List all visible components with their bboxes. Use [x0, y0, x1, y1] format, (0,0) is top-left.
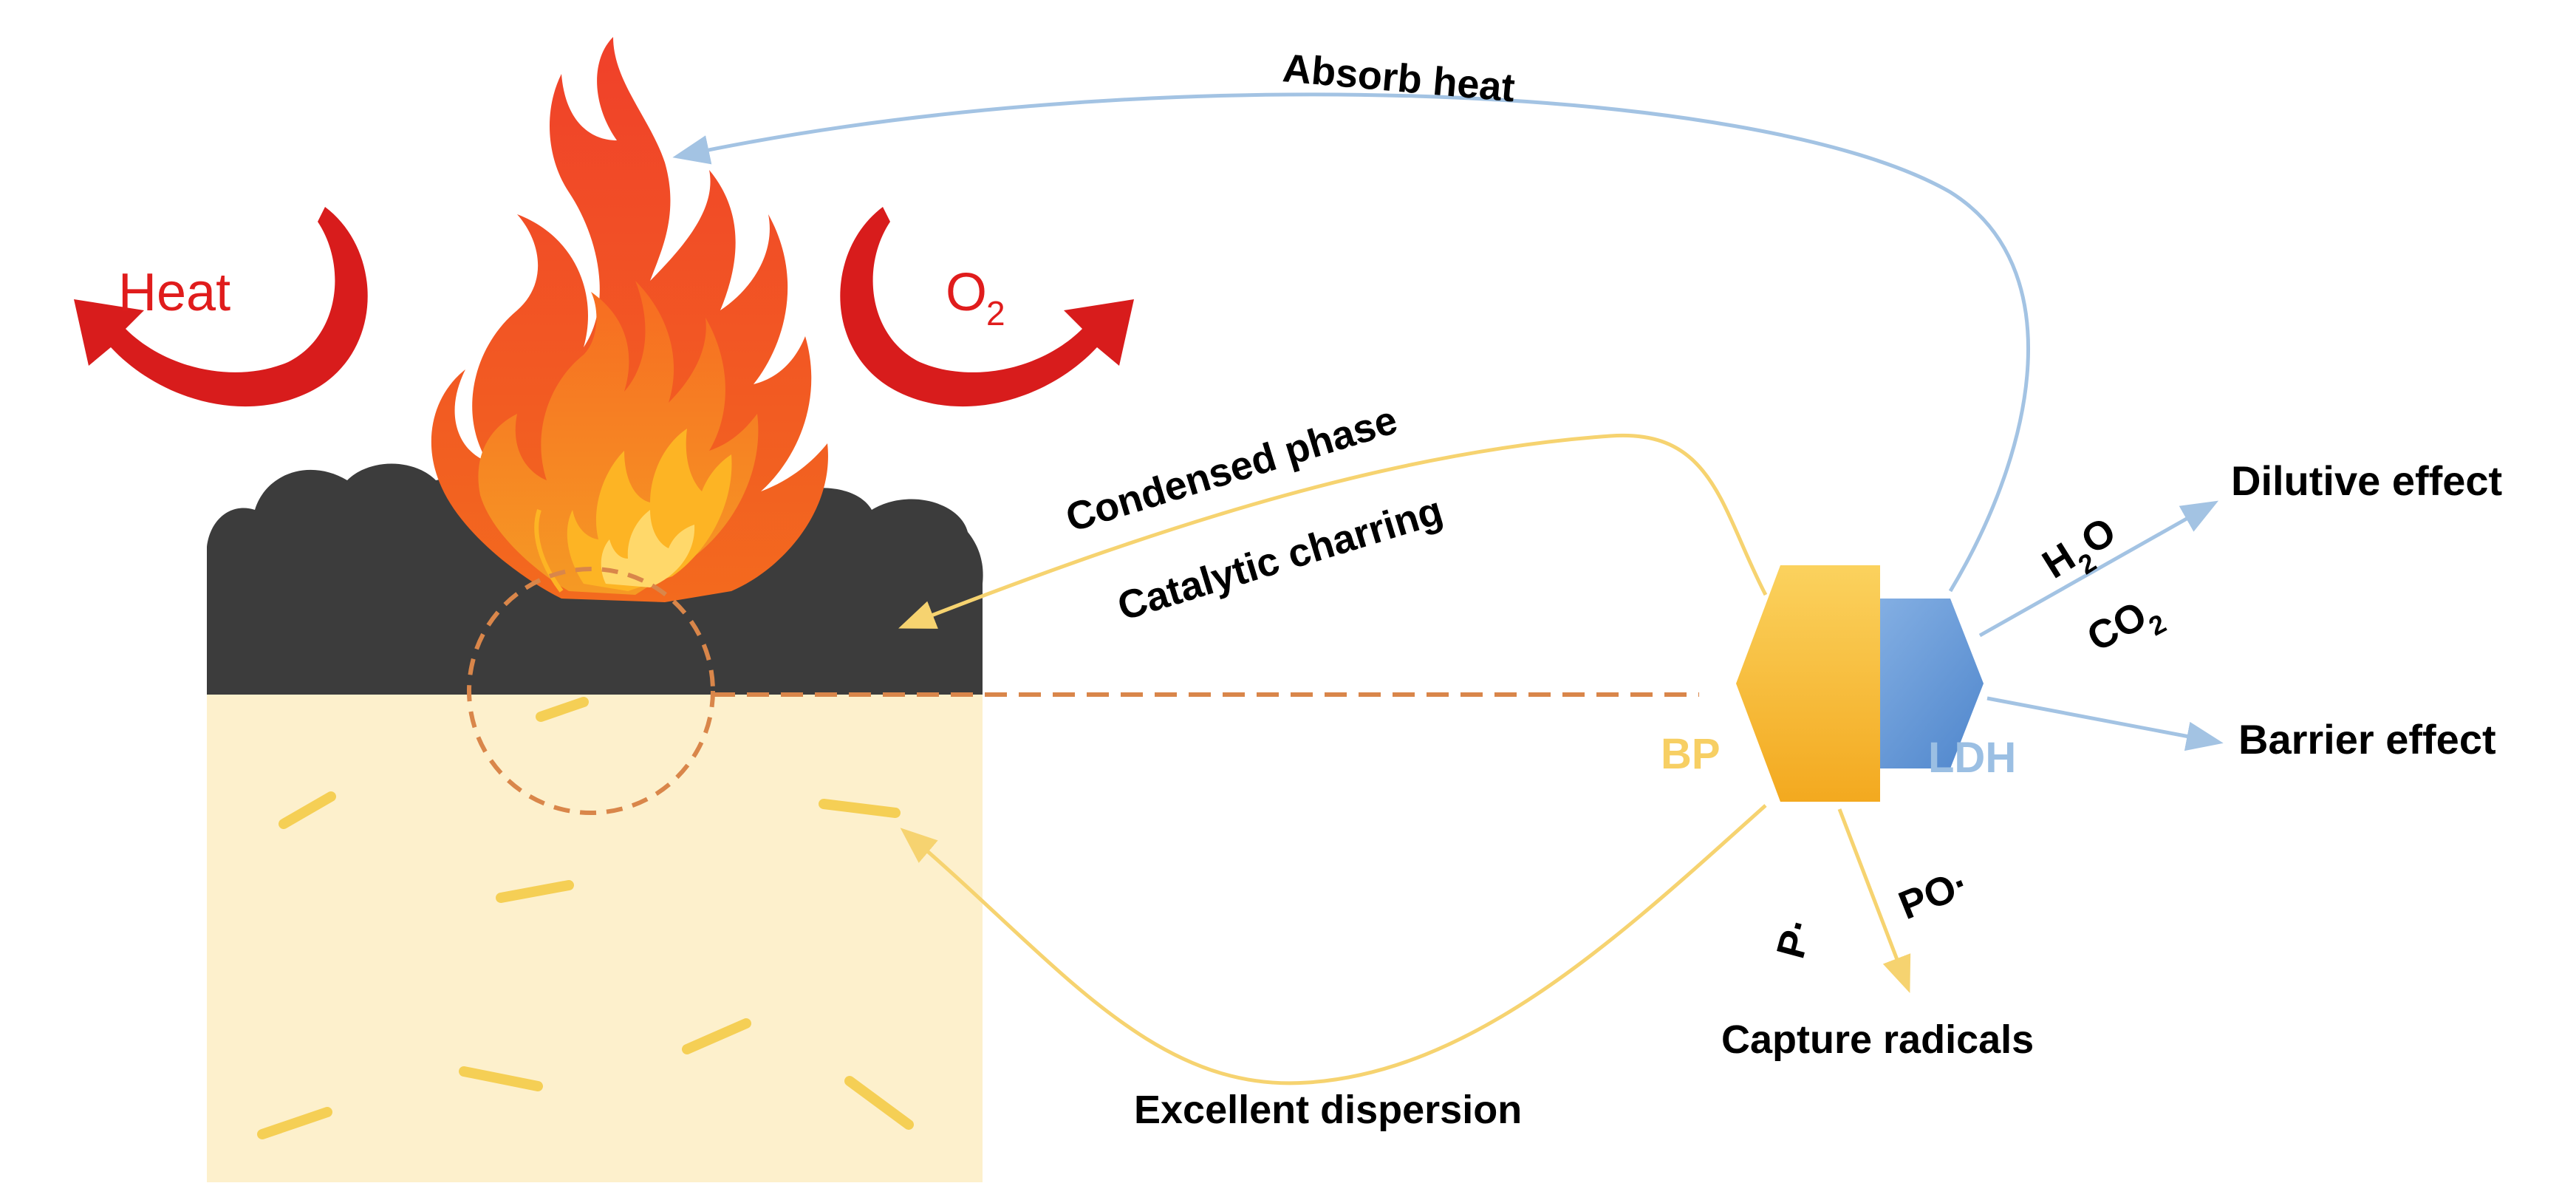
filler-particle [459, 1066, 543, 1091]
capture-radicals-arrow [1837, 808, 1911, 994]
co2-label: CO 2 [2080, 593, 2171, 661]
filler-particle [279, 791, 336, 829]
filler-particles [257, 697, 914, 1139]
barrier-effect-label: Barrier effect [2238, 716, 2496, 763]
co2-main: CO [2080, 593, 2154, 661]
p-radical-label: P· [1769, 913, 1822, 963]
filler-particle [844, 1076, 914, 1130]
heat-label: Heat [118, 263, 230, 322]
filler-particle [819, 799, 901, 818]
polymer-matrix [207, 695, 983, 1182]
barrier-effect-arrow [1986, 696, 2224, 751]
o2-label: O 2 [946, 263, 1005, 333]
absorb-heat-label: Absorb heat [1281, 46, 1517, 110]
o2-curved-arrow-icon [840, 207, 1134, 407]
filler-particle [496, 880, 574, 903]
filler-particle [682, 1018, 751, 1054]
absorb-heat-arrow [672, 92, 2031, 593]
excellent-dispersion-arrow [900, 804, 1767, 1085]
bp-label: BP [1661, 730, 1721, 778]
excellent-dispersion-label: Excellent dispersion [1134, 1088, 1522, 1132]
heat-curved-arrow-icon [74, 207, 368, 407]
condensed-phase-arrow [898, 433, 1768, 629]
ldh-label: LDH [1928, 734, 2016, 782]
filler-particle [257, 1107, 332, 1139]
dilutive-effect-arrow [1978, 500, 2219, 638]
h2o-h: H [2035, 534, 2083, 587]
capture-radicals-label: Capture radicals [1721, 1017, 2034, 1062]
o2-main: O [946, 263, 987, 322]
bp-hexagon-icon [1736, 565, 1880, 802]
po-radical-label: PO· [1893, 861, 1975, 929]
interface-zoom-circle [467, 567, 715, 815]
flame-icon [431, 37, 828, 602]
o2-sub: 2 [986, 294, 1005, 333]
dilutive-effect-label: Dilutive effect [2231, 457, 2502, 504]
ldh-hexagon-icon [1847, 599, 1984, 768]
filler-particle [536, 697, 589, 722]
h2o-label: H 2 O [2035, 509, 2123, 587]
